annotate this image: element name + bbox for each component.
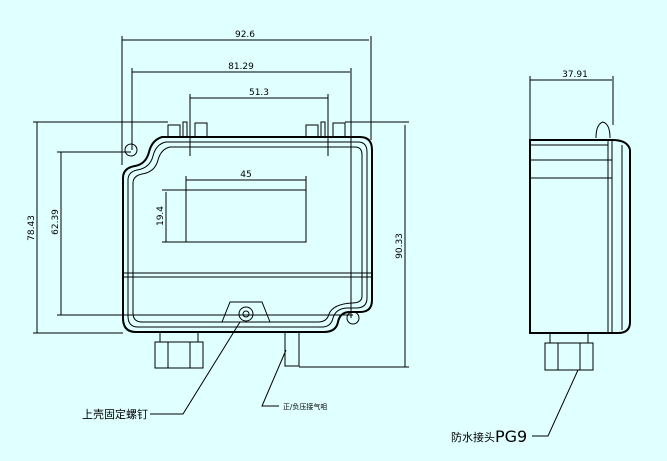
- dim-78-43: 78.43: [27, 215, 37, 241]
- dim-45: 45: [240, 170, 251, 180]
- pressure-port: [284, 331, 300, 367]
- cover-screw: [238, 306, 254, 322]
- dim-92-6: 92.6: [235, 30, 255, 40]
- dim-81-29: 81.29: [228, 62, 254, 72]
- dim-62-39: 62.39: [51, 209, 61, 235]
- display-window: [185, 189, 307, 243]
- dim-37-91: 37.91: [562, 70, 588, 80]
- gland-side: [544, 342, 594, 371]
- side-view: [529, 121, 631, 371]
- callout-cover-screw: 上壳固定螺钉: [82, 407, 148, 421]
- front-view: [122, 121, 373, 369]
- dim-19-4: 19.4: [156, 206, 166, 226]
- dimension-lines: [33, 36, 614, 368]
- callout-pressure-port: 正/负压接气咀: [283, 402, 327, 411]
- callout-gland-size: PG9: [495, 427, 527, 446]
- dim-90-33: 90.33: [395, 233, 405, 259]
- gland-front: [154, 341, 204, 369]
- dim-51-3: 51.3: [249, 88, 269, 98]
- callout-gland: 防水接头: [451, 430, 495, 444]
